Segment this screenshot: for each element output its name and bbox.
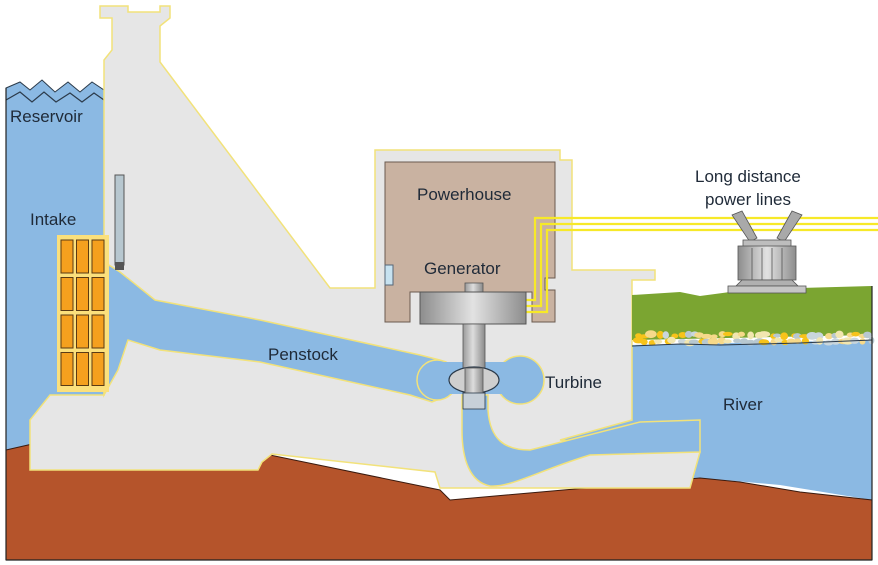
gravel-stone — [816, 337, 824, 345]
gravel-stone — [786, 338, 796, 344]
label-penstock: Penstock — [268, 345, 338, 364]
intake-grate-cell — [60, 314, 74, 349]
river-bank-line — [631, 339, 873, 347]
intake-grate-cell — [76, 314, 89, 349]
intake-grate-cell — [60, 277, 74, 311]
gravel-stone — [700, 333, 713, 339]
intake-grate-cell — [91, 277, 105, 311]
generator-rotor — [419, 291, 527, 325]
draft-tube — [461, 394, 701, 487]
gravel-stone — [733, 338, 742, 343]
gravel-stone — [648, 340, 656, 346]
grass-bank — [632, 286, 872, 340]
gravel-stone — [688, 339, 700, 345]
powerhouse-building — [384, 161, 556, 323]
intake-gate-bottom — [115, 262, 124, 270]
gravel-stone — [656, 330, 664, 339]
gravel-stone — [747, 331, 755, 340]
gravel-stone — [640, 338, 648, 346]
intake-grate-cell — [60, 352, 74, 386]
label-turbine: Turbine — [545, 373, 602, 392]
gravel-layer — [632, 330, 875, 347]
intake-grate-cell — [76, 352, 89, 386]
gravel-stone — [825, 332, 833, 340]
gravel-stone — [801, 337, 810, 345]
gravel-stone — [737, 331, 745, 337]
gravel-stone — [863, 331, 872, 339]
dam-body — [29, 5, 701, 489]
intake-grate — [60, 239, 105, 386]
label-river: River — [723, 395, 763, 414]
powerhouse-window — [384, 264, 394, 286]
gravel-stone — [722, 331, 733, 337]
gravel-stone — [780, 332, 789, 341]
gravel-stone — [773, 333, 781, 338]
label-power-lines-line2: power lines — [705, 190, 791, 209]
gravel-stone — [758, 331, 771, 338]
gravel-stone — [792, 333, 802, 340]
gravel-stone — [774, 337, 783, 343]
gravel-stone — [723, 339, 732, 344]
gravel-stone — [835, 330, 844, 339]
label-power-lines-line1: Long distance — [695, 167, 801, 186]
intake-grate-cell — [76, 277, 89, 311]
transmission-tower — [727, 210, 807, 294]
gravel-stone — [710, 334, 718, 339]
gravel-stone — [667, 336, 676, 344]
intake-grate-cell — [91, 314, 105, 349]
intake-grate-cell — [91, 352, 105, 386]
gravel-stone — [717, 337, 726, 345]
gravel-stone — [654, 339, 663, 344]
intake-gate — [114, 174, 125, 266]
gravel-stone — [678, 331, 688, 338]
gravel-stone — [645, 330, 657, 339]
label-reservoir: Reservoir — [10, 107, 83, 126]
intake-grate-cell — [91, 239, 105, 274]
gravel-stone — [707, 337, 719, 346]
turbine-outlet — [462, 392, 486, 410]
label-generator: Generator — [424, 259, 501, 278]
gravel-stone — [662, 331, 669, 339]
label-intake: Intake — [30, 210, 76, 229]
gravel-stone — [859, 338, 866, 345]
label-powerhouse: Powerhouse — [417, 185, 512, 204]
power-lines — [525, 216, 878, 314]
intake-grate-cell — [76, 239, 89, 274]
gravel-stone — [851, 331, 861, 337]
intake-grate-cell — [60, 239, 74, 274]
gravel-stone — [684, 330, 693, 338]
reservoir-wave — [5, 91, 105, 103]
